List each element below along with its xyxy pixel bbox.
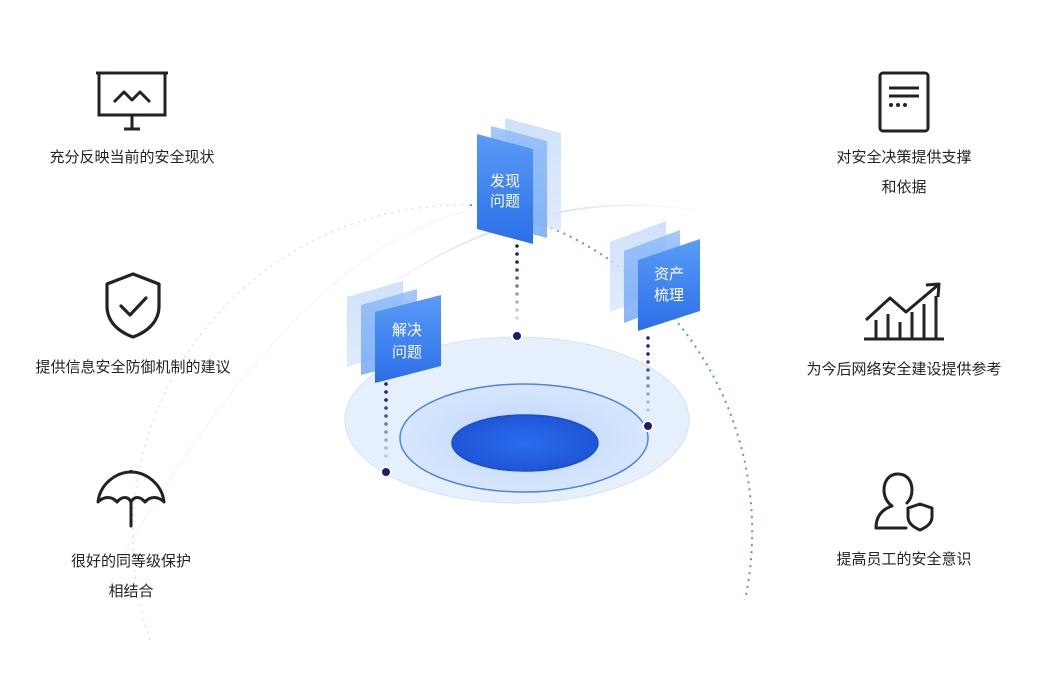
feature-defense-advice-label: 提供信息安全防御机制的建议	[35, 358, 231, 376]
shield-check-icon	[105, 272, 161, 339]
card-solve-line1: 解决	[392, 321, 422, 339]
feature-network-reference: 为今后网络安全建设提供参考	[794, 280, 1014, 384]
connector-lines	[380, 244, 654, 478]
card-asset-review: 资产 梳理	[610, 221, 700, 331]
feature-staff-awareness-label: 提高员工的安全意识	[836, 550, 972, 568]
card-solve-line2: 问题	[392, 343, 422, 361]
feature-level-protection-label-1: 很好的同等级保护	[70, 552, 191, 570]
card-asset-line2: 梳理	[654, 286, 684, 304]
user-shield-icon	[874, 472, 934, 532]
umbrella-icon	[96, 470, 166, 528]
center-rings	[344, 336, 690, 504]
growth-chart-icon	[864, 282, 944, 341]
feature-level-protection-label-2: 相结合	[108, 582, 154, 600]
card-discover-line2: 问题	[490, 192, 520, 210]
document-icon	[878, 71, 930, 133]
feature-security-status: 充分反映当前的安全现状	[40, 70, 224, 172]
feature-level-protection: 很好的同等级保护 相结合	[56, 468, 206, 606]
feature-decision-support-label-1: 对安全决策提供支撑	[836, 148, 972, 166]
feature-network-reference-label: 为今后网络安全建设提供参考	[806, 360, 1002, 378]
card-discover-problem: 发现 问题	[477, 118, 561, 244]
presentation-chart-icon	[96, 71, 168, 131]
feature-staff-awareness: 提高员工的安全意识	[826, 470, 982, 574]
card-discover-line1: 发现	[490, 172, 520, 190]
feature-decision-support-label-2: 和依据	[881, 178, 927, 196]
card-solve-problem: 解决 问题	[347, 281, 441, 383]
card-asset-line1: 资产	[654, 265, 684, 283]
feature-defense-advice: 提供信息安全防御机制的建议	[23, 270, 243, 382]
feature-security-status-label: 充分反映当前的安全现状	[49, 148, 215, 166]
feature-decision-support: 对安全决策提供支撑 和依据	[816, 70, 992, 202]
